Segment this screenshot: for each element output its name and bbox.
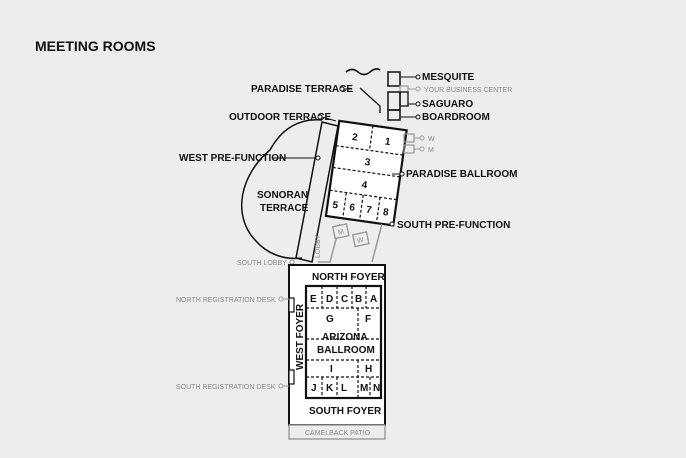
terrace-edge — [359, 87, 381, 113]
label-south-reg: SOUTH REGISTRATION DESK — [176, 384, 276, 391]
label-mesquite: MESQUITE — [422, 72, 475, 83]
room-boardroom[interactable] — [387, 109, 401, 121]
arizona-ballroom[interactable] — [304, 284, 383, 400]
room-paradise-6: 6 — [349, 202, 356, 214]
label-south-foyer: SOUTH FOYER — [309, 406, 382, 417]
west-prefunction-area — [295, 121, 339, 263]
label-w-lower: W — [356, 237, 364, 245]
label-ballroom: BALLROOM — [317, 345, 375, 356]
room-arizona-j: J — [311, 383, 317, 394]
label-north-reg: NORTH REGISTRATION DESK — [176, 297, 276, 304]
label-paradise-terrace: PARADISE TERRACE — [251, 84, 353, 95]
room-arizona-d: D — [326, 294, 333, 305]
north-registration-desk — [288, 297, 295, 313]
label-terrace: TERRACE — [260, 203, 309, 214]
label-west-foyer: WEST FOYER — [295, 303, 306, 370]
room-paradise-4: 4 — [361, 180, 368, 192]
label-arizona: ARIZONA — [322, 332, 368, 343]
room-arizona-g: G — [326, 314, 334, 325]
room-business-center[interactable] — [399, 85, 409, 93]
label-south-lobby: SOUTH LOBBY — [237, 260, 287, 267]
room-arizona-k: K — [326, 383, 334, 394]
room-arizona-h: H — [365, 364, 372, 375]
room-paradise-7: 7 — [365, 205, 372, 217]
paradise-terrace-shape — [345, 68, 381, 76]
room-paradise-3: 3 — [364, 157, 371, 169]
room-arizona-a: A — [370, 294, 377, 305]
label-camelback: CAMELBACK PATIO — [305, 430, 371, 437]
label-m-lower: M — [337, 229, 344, 237]
label-paradise-ballroom: PARADISE BALLROOM — [406, 169, 517, 180]
room-mesquite[interactable] — [387, 71, 401, 87]
room-arizona-l: L — [341, 383, 347, 394]
label-lobby: LOBBY — [315, 234, 322, 258]
room-saguaro-annex — [399, 91, 409, 107]
label-w-upper: W — [428, 136, 435, 143]
label-north-foyer: NORTH FOYER — [312, 272, 386, 283]
label-south-prefunction: SOUTH PRE-FUNCTION — [397, 220, 510, 231]
label-business-center: YOUR BUSINESS CENTER — [424, 87, 512, 94]
label-saguaro: SAGUARO — [422, 99, 473, 110]
room-paradise-1: 1 — [384, 136, 391, 148]
room-arizona-b: B — [355, 294, 362, 305]
room-arizona-n: N — [373, 383, 380, 394]
room-paradise-2: 2 — [351, 132, 358, 144]
room-arizona-i: I — [330, 364, 333, 375]
paradise-ballroom-group: 2 1 3 4 5 6 7 8 — [324, 119, 408, 227]
sonoran-terrace-outline — [241, 119, 323, 260]
restroom-men-lower — [331, 223, 350, 240]
label-sonoran: SONORAN — [257, 190, 308, 201]
label-m-upper: M — [428, 147, 434, 154]
label-outdoor-terrace: OUTDOOR TERRACE — [229, 112, 332, 123]
room-arizona-c: C — [341, 294, 348, 305]
room-arizona-e: E — [310, 294, 317, 305]
room-saguaro[interactable] — [387, 91, 401, 111]
camelback-patio[interactable] — [288, 424, 386, 440]
south-registration-desk — [288, 369, 295, 385]
room-arizona-m: M — [360, 383, 368, 394]
room-arizona-f: F — [365, 314, 371, 325]
room-paradise-5: 5 — [332, 200, 339, 212]
page-title: MEETING ROOMS — [35, 38, 156, 54]
room-paradise-8: 8 — [382, 207, 389, 219]
restroom-women-lower — [351, 231, 370, 248]
label-west-prefunction: WEST PRE-FUNCTION — [179, 153, 286, 164]
label-boardroom: BOARDROOM — [422, 112, 490, 123]
